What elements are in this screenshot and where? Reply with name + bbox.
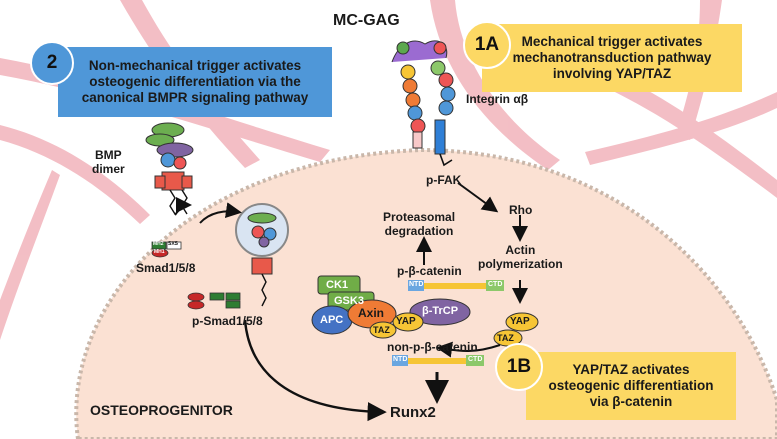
panel-2-title: Non-mechanical trigger activates osteoge… <box>81 57 309 106</box>
smad-mh1-label: MH1 <box>154 249 165 255</box>
gsk3-label: GSK3 <box>334 295 364 307</box>
panel-2-number: 2 <box>46 52 58 73</box>
panel-1b-title: YAP/TAZ activates osteogenic differentia… <box>548 361 714 410</box>
signal-arrows <box>174 182 528 422</box>
panel-1b-box: YAP/TAZ activates osteogenic differentia… <box>526 352 736 420</box>
smad-glyph <box>151 241 182 258</box>
rho-label: Rho <box>509 203 533 217</box>
panel-1a-badge: 1A <box>463 21 511 69</box>
smad-mh2-label: MH2 <box>153 241 164 247</box>
apc-label: APC <box>320 314 344 326</box>
non-p-beta-catenin-bar <box>392 355 484 366</box>
panel-1b-badge: 1B <box>495 343 543 391</box>
p-smad-label: p-Smad1/5/8 <box>192 314 263 328</box>
smad-label: Smad1/5/8 <box>136 261 196 275</box>
taz-in-complex-label: TAZ <box>373 325 390 335</box>
np-catenin-ctd-label: CTD <box>468 356 483 363</box>
panel-1a-title: Mechanical trigger activates mechanotran… <box>512 33 712 82</box>
yap-in-complex-label: YAP <box>396 316 416 327</box>
bmp-receptor <box>145 122 194 215</box>
p-beta-catenin-label: p-β-catenin <box>397 264 462 278</box>
panel-2-box: Non-mechanical trigger activates osteoge… <box>58 47 332 117</box>
mc-gag-molecule <box>391 40 448 63</box>
p-fak-label: p-FAK <box>426 173 462 187</box>
axin-label: Axin <box>358 306 385 320</box>
panel-1a-box: Mechanical trigger activates mechanotran… <box>482 24 742 92</box>
destruction-complex <box>311 275 539 347</box>
yap-label: YAP <box>510 316 530 327</box>
p-catenin-ctd-label: CTD <box>488 281 503 288</box>
mc-gag-label: MC-GAG <box>333 12 400 29</box>
runx2-label: Runx2 <box>390 404 436 421</box>
panel-1b-number: 1B <box>506 356 532 377</box>
integrin-receptor <box>400 60 456 167</box>
proteasomal-label: Proteasomal degradation <box>383 210 456 238</box>
p-catenin-ntd-label: NTD <box>409 281 424 288</box>
smad-sxs-label: SXS <box>168 241 179 247</box>
panel-2-badge: 2 <box>30 41 74 85</box>
taz-label: TAZ <box>497 333 514 343</box>
np-catenin-ntd-label: NTD <box>393 356 408 363</box>
panel-1a-number: 1A <box>474 34 500 55</box>
endosome-vesicle <box>235 203 289 307</box>
actin-label: Actin polymerization <box>478 243 563 271</box>
p-smad-glyph <box>187 292 241 310</box>
bmp-dimer-label: BMP dimer <box>92 148 125 176</box>
integrin-label: Integrin αβ <box>466 92 529 106</box>
btrcp-label: β-TrCP <box>422 305 459 317</box>
osteoprogenitor-label: OSTEOPROGENITOR <box>90 402 233 418</box>
p-beta-catenin-bar <box>408 280 504 291</box>
ck1-label: CK1 <box>326 279 349 291</box>
non-p-beta-catenin-label: non-p-β-catenin <box>387 340 478 354</box>
